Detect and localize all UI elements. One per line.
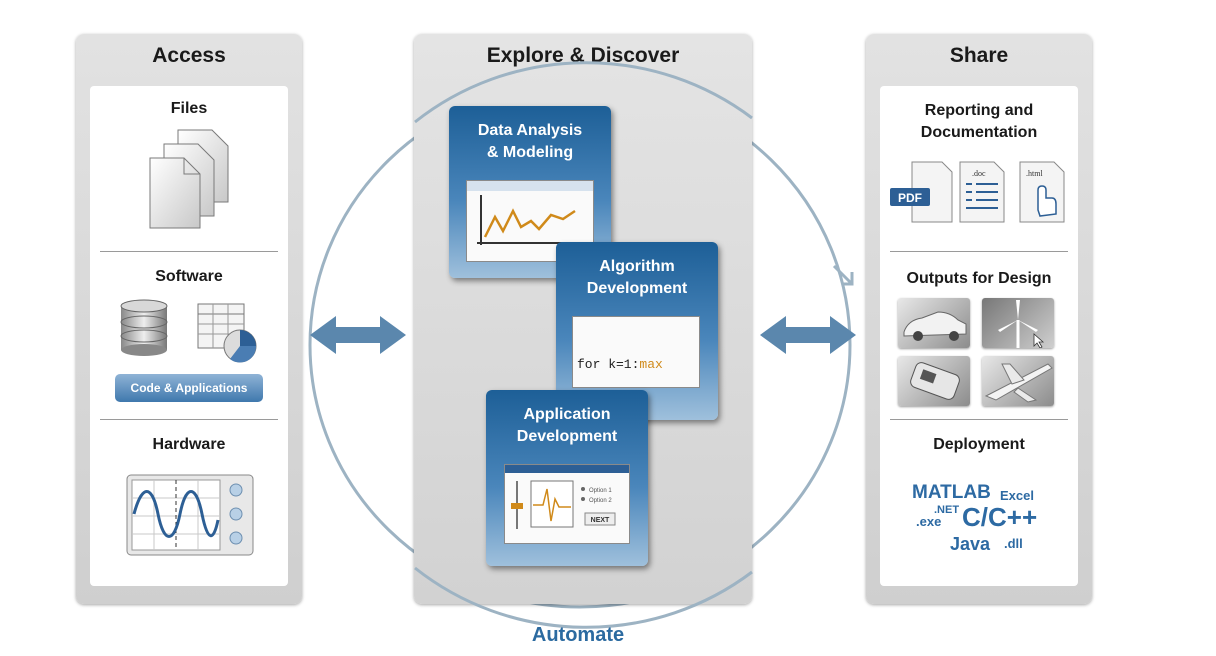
oscilloscope-icon bbox=[126, 474, 254, 556]
card-data-analysis: Data Analysis & Modeling bbox=[449, 106, 611, 278]
deploy-matlab: MATLAB bbox=[912, 482, 991, 503]
outputs-label: Outputs for Design bbox=[906, 270, 1052, 287]
reporting-label: Reporting and Documentation bbox=[920, 102, 1038, 141]
application-title: Application Development bbox=[516, 406, 618, 445]
code-line-1: for k=1:max bbox=[577, 357, 663, 372]
algorithm-title: Algorithm Development bbox=[586, 258, 688, 297]
files-icon bbox=[149, 129, 229, 229]
option-1-text: Option 1 bbox=[589, 488, 612, 494]
access-divider-2 bbox=[100, 419, 278, 420]
phone-image bbox=[898, 356, 970, 406]
deployment-label: Deployment bbox=[933, 436, 1025, 453]
explore-share-arrow bbox=[760, 316, 856, 354]
share-divider-1 bbox=[890, 251, 1068, 252]
share-divider-2 bbox=[890, 419, 1068, 420]
car-image bbox=[898, 298, 970, 348]
cycle-arrowhead bbox=[832, 264, 854, 286]
app-ui-thumbnail: Option 1 Option 2 NEXT bbox=[504, 464, 630, 544]
airplane-image bbox=[982, 356, 1054, 406]
code-applications-badge: Code & Applications bbox=[115, 374, 263, 402]
app-window-icon: Option 1 Option 2 NEXT bbox=[505, 465, 629, 529]
access-explore-arrow bbox=[310, 316, 406, 354]
document-icons: PDF .doc .html bbox=[890, 161, 1065, 223]
html-text: .html bbox=[1026, 169, 1043, 178]
pdf-text: PDF bbox=[898, 191, 922, 205]
deploy-excel: Excel bbox=[1000, 488, 1034, 503]
spreadsheet-chart-icon bbox=[197, 303, 257, 363]
automate-label: Automate bbox=[531, 624, 625, 646]
access-title: Access bbox=[152, 44, 226, 67]
doc-text: .doc bbox=[972, 169, 986, 178]
next-text: NEXT bbox=[591, 517, 610, 524]
hardware-label: Hardware bbox=[152, 436, 226, 453]
deploy-java: Java bbox=[950, 534, 991, 554]
card-application: Application Development Option 1 Option … bbox=[486, 390, 648, 566]
database-icon bbox=[120, 299, 168, 356]
software-label: Software bbox=[155, 268, 223, 285]
access-divider-1 bbox=[100, 251, 278, 252]
explore-title: Explore & Discover bbox=[486, 44, 680, 67]
deploy-cpp: C/C++ bbox=[962, 502, 1038, 532]
deploy-exe: .exe bbox=[916, 514, 942, 529]
deploy-net: .NET bbox=[934, 504, 960, 516]
files-label: Files bbox=[170, 100, 208, 117]
deploy-dll: .dll bbox=[1004, 536, 1023, 551]
wind-turbine-image bbox=[982, 298, 1054, 348]
code-snippet: for k=1:max x = fft(dat y = 20*log1 bbox=[572, 316, 700, 388]
share-title: Share bbox=[949, 44, 1009, 67]
option-2-text: Option 2 bbox=[589, 498, 612, 504]
data-analysis-title: Data Analysis & Modeling bbox=[477, 122, 583, 161]
